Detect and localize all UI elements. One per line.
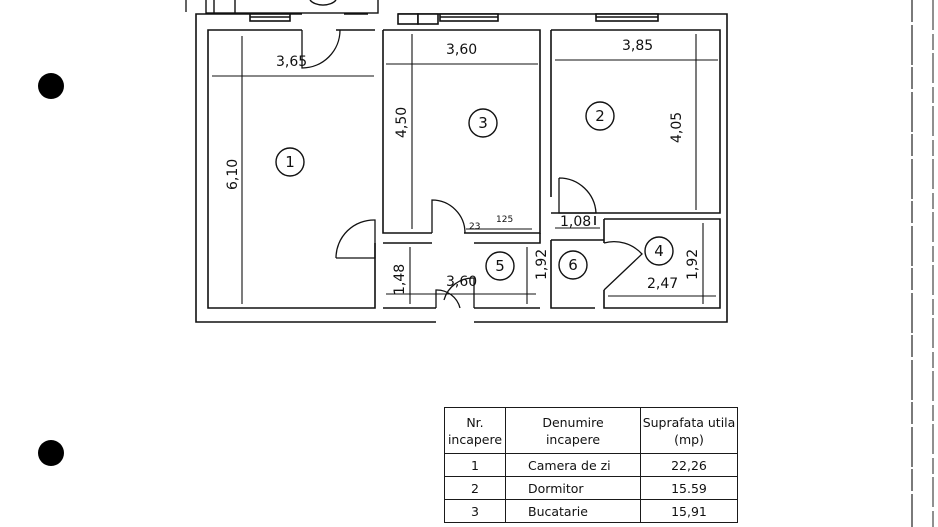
header-nr: Nr. incapere: [444, 407, 506, 454]
cell-area: 15,91: [640, 499, 738, 523]
svg-text:6: 6: [568, 256, 578, 274]
room-marker-2: 2: [585, 101, 615, 131]
door-swings: [301, 29, 643, 309]
dim-hall-small-b: 125: [496, 215, 513, 225]
dim-room2-width: 3,85: [622, 38, 653, 54]
svg-text:1: 1: [285, 153, 295, 171]
dim-room3-width: 3,60: [446, 42, 477, 58]
svg-text:2: 2: [595, 107, 605, 125]
dim-room4-width: 2,47: [647, 276, 678, 292]
cell-name: Bucatarie: [505, 499, 641, 523]
dim-hall-height: 1,48: [392, 264, 408, 295]
cell-name: Camera de zi: [505, 453, 641, 477]
cell-area: 15.59: [640, 476, 738, 500]
punch-hole-bottom: [38, 440, 64, 466]
header-name: Denumire incapere: [505, 407, 641, 454]
dim-room1-height: 6,10: [225, 159, 241, 190]
room-marker-6: 6: [558, 250, 588, 280]
dimension-lines: [212, 34, 718, 304]
dim-room4-height: 1,92: [685, 249, 701, 280]
svg-text:4: 4: [654, 242, 664, 260]
dim-room3-height: 4,50: [394, 107, 410, 138]
svg-text:3: 3: [478, 114, 488, 132]
cell-nr: 2: [444, 476, 506, 500]
dim-room5-height: 1,92: [534, 249, 550, 280]
dim-room6-width: 1,08: [560, 214, 591, 230]
table-row: 2 Dormitor 15.59: [444, 476, 738, 500]
room-marker-5: 5: [485, 251, 515, 281]
cell-nr: 3: [444, 499, 506, 523]
dim-hall-width: 3,60: [446, 274, 477, 290]
punch-hole-top: [38, 73, 64, 99]
svg-text:5: 5: [495, 257, 505, 275]
dim-room2-height: 4,05: [669, 112, 685, 143]
table-header-row: Nr. incapere Denumire incapere Suprafata…: [444, 407, 738, 454]
table-row: 3 Bucatarie 15,91: [444, 499, 738, 523]
cell-area: 22,26: [640, 453, 738, 477]
header-area: Suprafata utila (mp): [640, 407, 738, 454]
dim-room1-width: 3,65: [276, 54, 307, 70]
page-border: [185, 0, 934, 527]
cell-nr: 1: [444, 453, 506, 477]
table-row: 1 Camera de zi 22,26: [444, 453, 738, 477]
room-marker-3: 3: [468, 108, 498, 138]
rooms-table: Nr. incapere Denumire incapere Suprafata…: [444, 407, 738, 523]
top-partial-element: [205, 0, 379, 14]
room-marker-4: 4: [644, 236, 674, 266]
cell-name: Dormitor: [505, 476, 641, 500]
walls: [195, 13, 728, 323]
room-marker-1: 1: [275, 147, 305, 177]
dim-hall-small-a: 23: [469, 222, 480, 232]
